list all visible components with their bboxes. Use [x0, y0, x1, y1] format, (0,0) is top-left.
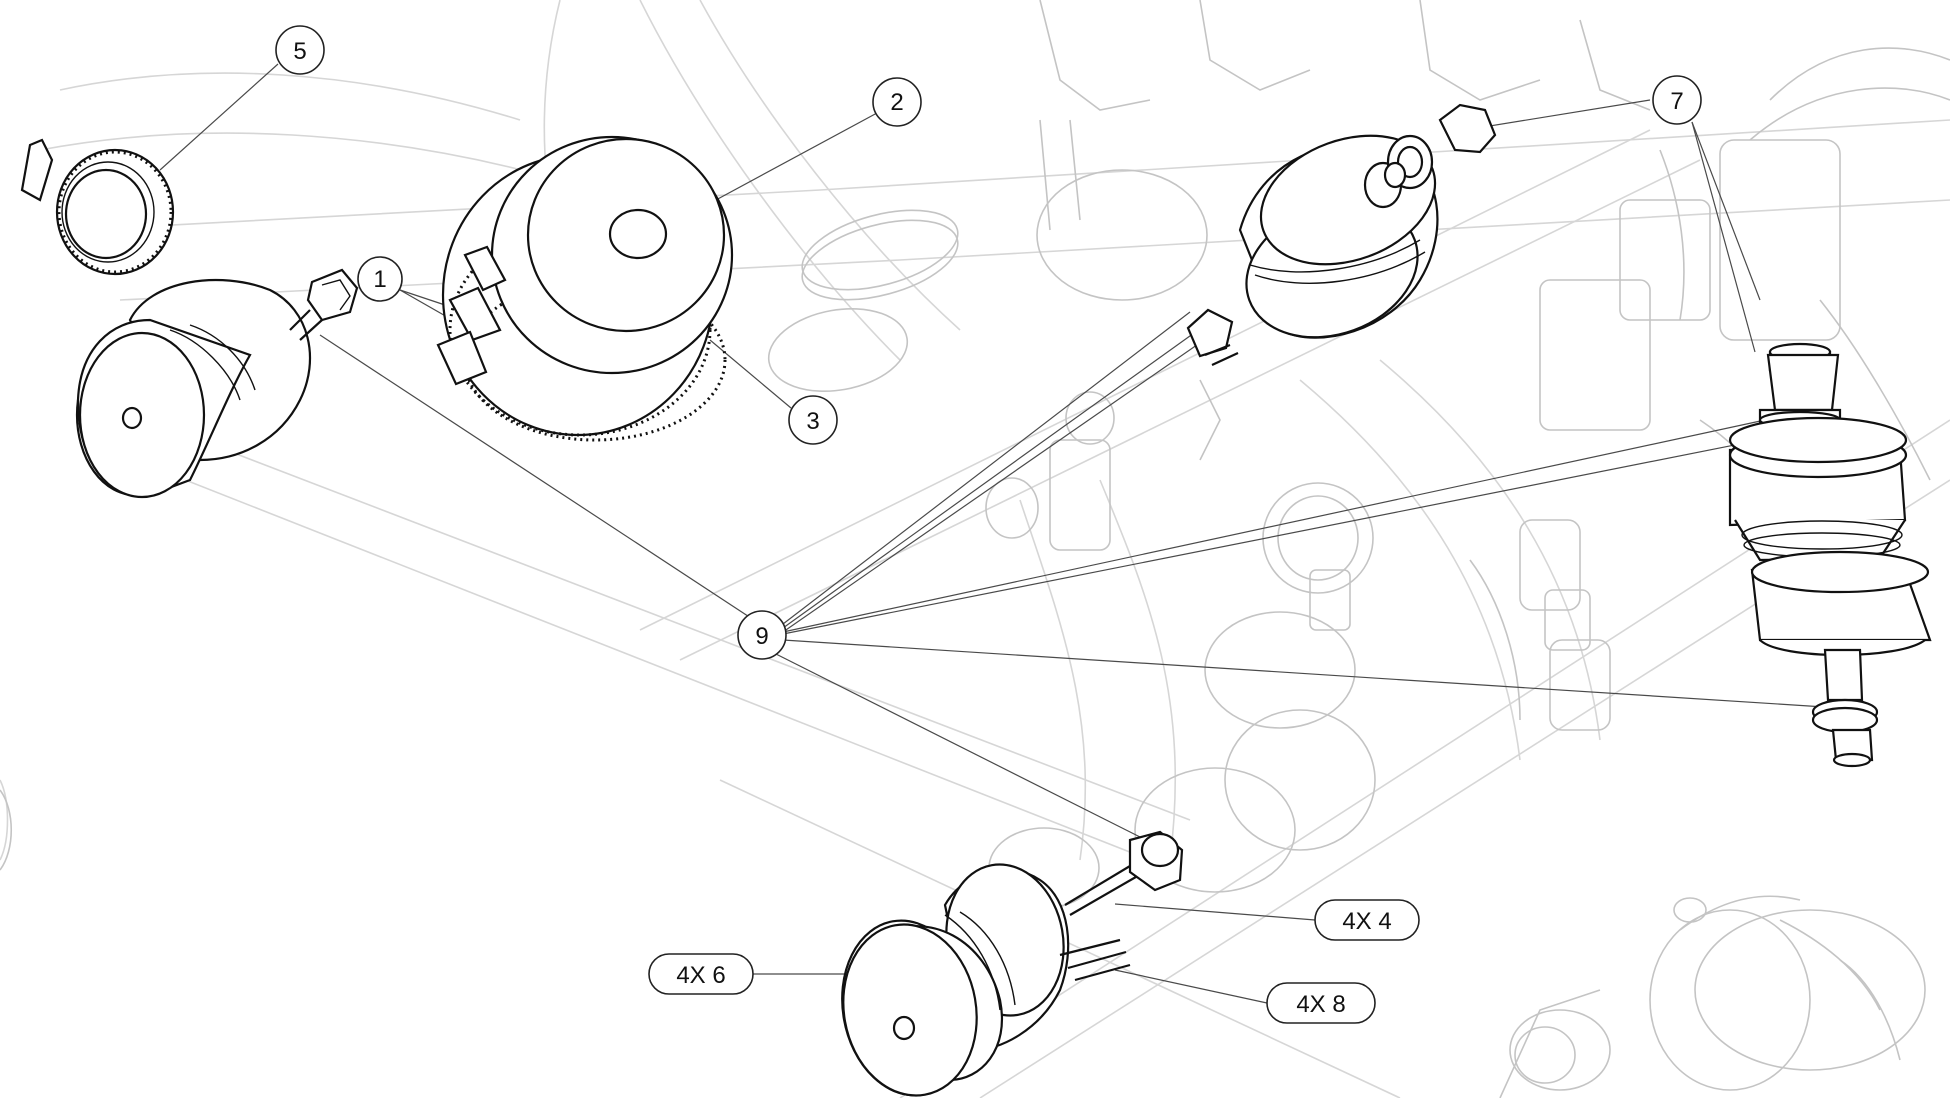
callout-3: 3: [788, 395, 838, 445]
clamp-ring-part: [20, 138, 175, 276]
callout-2: 2: [872, 77, 922, 127]
callout-qty-4x4: 4X 4: [1314, 899, 1420, 941]
svg-text:9: 9: [755, 623, 768, 650]
filter-housing-part: [436, 135, 734, 442]
rubber-mount-part-left: [75, 268, 359, 499]
callout-qty-4x6: 4X 6: [648, 953, 754, 995]
rubber-mount-part-bottom: [841, 830, 1184, 1097]
svg-text:5: 5: [293, 38, 306, 65]
svg-text:4X 8: 4X 8: [1296, 991, 1345, 1018]
callout-1: 1: [357, 256, 403, 302]
callout-5: 5: [275, 25, 325, 75]
rubber-mount-part-right: [1728, 342, 1932, 768]
callout-9: 9: [737, 610, 787, 660]
leader-lines: [159, 63, 1841, 1004]
svg-text:4X 4: 4X 4: [1342, 908, 1391, 935]
callout-7: 7: [1652, 75, 1702, 125]
svg-text:3: 3: [806, 408, 819, 435]
svg-text:4X 6: 4X 6: [676, 962, 725, 989]
svg-text:1: 1: [373, 266, 386, 293]
callout-qty-4x8: 4X 8: [1266, 982, 1376, 1024]
rubber-mount-part-center: [1186, 103, 1497, 366]
svg-text:7: 7: [1670, 88, 1683, 115]
svg-text:2: 2: [890, 89, 903, 116]
